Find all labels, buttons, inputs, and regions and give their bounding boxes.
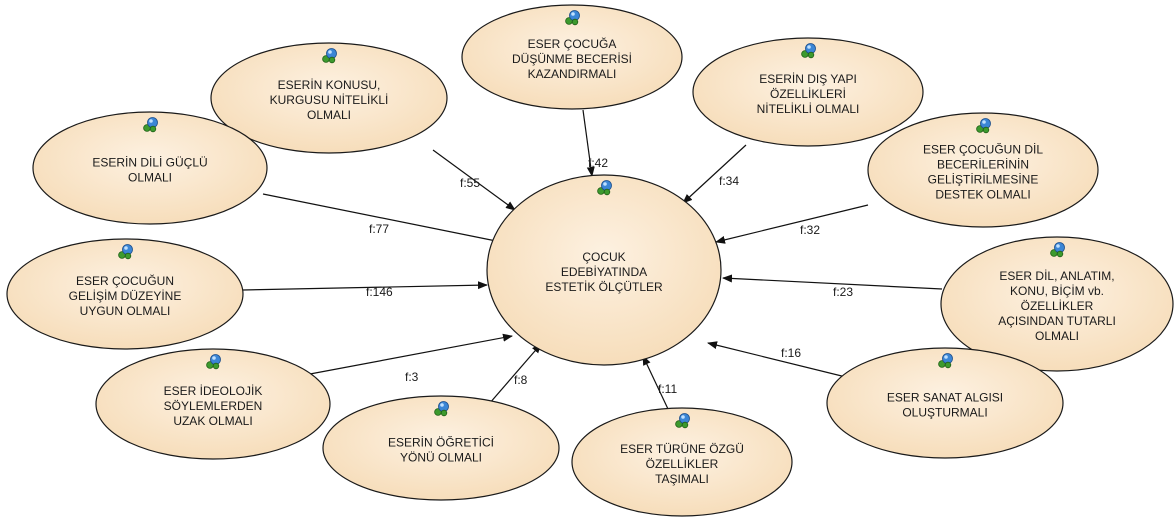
concept-node-n5-text-line: BECERİLERİNİN	[937, 158, 1029, 172]
concept-node-n2-text-line: KURGUSU NİTELİKLİ	[270, 93, 389, 107]
concept-node-n8-text-line: SÖYLEMLERDEN	[164, 399, 263, 413]
concept-node-n2-ellipse	[210, 42, 448, 154]
concept-node-n3-text-line: NİTELİKLİ OLMALI	[757, 102, 860, 116]
concept-node-n10-text-line: TAŞIMALI	[655, 472, 709, 486]
edge-label-n2: f:55	[460, 176, 480, 190]
concept-node-n8-text-line: ESER İDEOLOJİK	[164, 384, 263, 398]
center-concept-node-ellipse	[486, 174, 722, 366]
edges-layer: f:42 f:55 f:34 f:77 f:32 f:146 f:23 f:3 f:8 f:11 f…	[242, 109, 943, 410]
concept-node-n6-text-line: GELİŞİM DÜZEYİNE	[69, 289, 182, 303]
concept-node-n4-text-line: OLMALI	[128, 171, 172, 185]
concept-node-n7-text-line: ÖZELLİKLER	[1021, 299, 1094, 313]
concept-node-n10-ellipse	[571, 407, 793, 517]
edge-label-n6: f:146	[366, 285, 393, 299]
concept-node-n3-ellipse	[692, 37, 924, 147]
concept-node-n6-ellipse	[6, 238, 244, 350]
edge-label-n4: f:77	[369, 222, 389, 236]
edge-n3	[682, 144, 747, 204]
concept-node-n9-ellipse	[322, 395, 560, 501]
concept-node-n1-text-line: DÜŞÜNME BECERİSİ	[512, 52, 632, 66]
concept-node-n7[interactable]: ESER DİL, ANLATIM,KONU, BİÇİM vb.ÖZELLİK…	[940, 236, 1174, 372]
concept-node-n9-text-line: ESERİN ÖĞRETİCİ	[388, 435, 494, 450]
concept-node-n3-text-line: ESERİN DIŞ YAPI	[759, 72, 857, 86]
edge-label-n11: f:16	[781, 346, 801, 360]
concept-node-n10-text-line: ÖZELLİKLER	[646, 457, 719, 471]
concept-node-n1-text-line: KAZANDIRMALI	[528, 67, 617, 81]
center-concept-node-text-line: ÇOCUK	[582, 250, 625, 264]
center-concept-node-text-line: EDEBİYATINDA	[561, 265, 647, 279]
concept-node-n2-text-line: ESERİN KONUSU,	[278, 78, 381, 92]
concept-node-n7-text-line: ESER DİL, ANLATIM,	[999, 269, 1114, 283]
concept-node-n7-ellipse	[940, 236, 1174, 372]
edge-n6	[242, 281, 488, 291]
concept-node-n2-text-line: OLMALI	[307, 108, 351, 122]
center-concept-node-text-line: ESTETİK ÖLÇÜTLER	[545, 280, 663, 294]
concept-node-n5-text-line: ESER ÇOCUĞUN DİL	[923, 142, 1043, 157]
edge-n5	[715, 204, 869, 244]
edge-label-n9: f:8	[514, 373, 528, 387]
edge-label-n7: f:23	[833, 285, 853, 299]
edge-label-n1: f:42	[588, 156, 608, 170]
edge-n7	[722, 274, 943, 290]
concept-node-n8-ellipse	[95, 348, 331, 460]
edge-label-n10: f:11	[658, 382, 677, 396]
concept-node-n5-text-line: GELİŞTİRİLMESİNE	[928, 173, 1039, 187]
concept-node-n7-text-line: AÇISINDAN TUTARLI	[998, 314, 1116, 328]
edge-n9	[488, 343, 542, 405]
concept-node-n8-text-line: UZAK OLMALI	[173, 414, 252, 428]
concept-node-n7-text-line: KONU, BİÇİM vb.	[1010, 284, 1104, 298]
concept-node-n6-text-line: ESER ÇOCUĞUN	[76, 273, 174, 288]
concept-node-n4-ellipse	[32, 111, 268, 225]
edge-n10	[642, 355, 669, 410]
concept-node-n1-ellipse	[461, 4, 683, 110]
concept-node-n9-text-line: YÖNÜ OLMALI	[400, 451, 482, 465]
edge-n2	[432, 149, 516, 211]
concept-node-n11-ellipse	[826, 347, 1064, 459]
concept-node-n1-text-line: ESER ÇOCUĞA	[528, 36, 617, 51]
concept-node-n10-text-line: ESER TÜRÜNE ÖZGÜ	[620, 442, 744, 456]
concept-node-n11-text-line: OLUŞTURMALI	[902, 406, 987, 420]
edge-n4	[262, 193, 507, 246]
edge-n11	[707, 341, 859, 381]
concept-node-n11-text-line: ESER SANAT ALGISI	[887, 391, 1003, 405]
concept-node-n5-ellipse	[867, 112, 1099, 228]
edge-label-n3: f:34	[719, 174, 739, 188]
edge-n8	[309, 333, 513, 375]
concept-node-n7-text-line: OLMALI	[1035, 329, 1079, 343]
concept-node-n3-text-line: ÖZELLİKLERİ	[770, 87, 846, 101]
concept-node-n6-text-line: UYGUN OLMALI	[80, 304, 171, 318]
concept-node-n4-text-line: ESERİN DİLİ GÜÇLÜ	[92, 156, 207, 170]
edge-n1	[582, 109, 595, 177]
concept-node-n5-text-line: DESTEK OLMALI	[935, 188, 1030, 202]
concept-node-n5[interactable]: ESER ÇOCUĞUN DİLBECERİLERİNİNGELİŞTİRİLM…	[867, 112, 1099, 228]
edge-label-n5: f:32	[800, 223, 820, 237]
edge-label-n8: f:3	[405, 370, 419, 384]
